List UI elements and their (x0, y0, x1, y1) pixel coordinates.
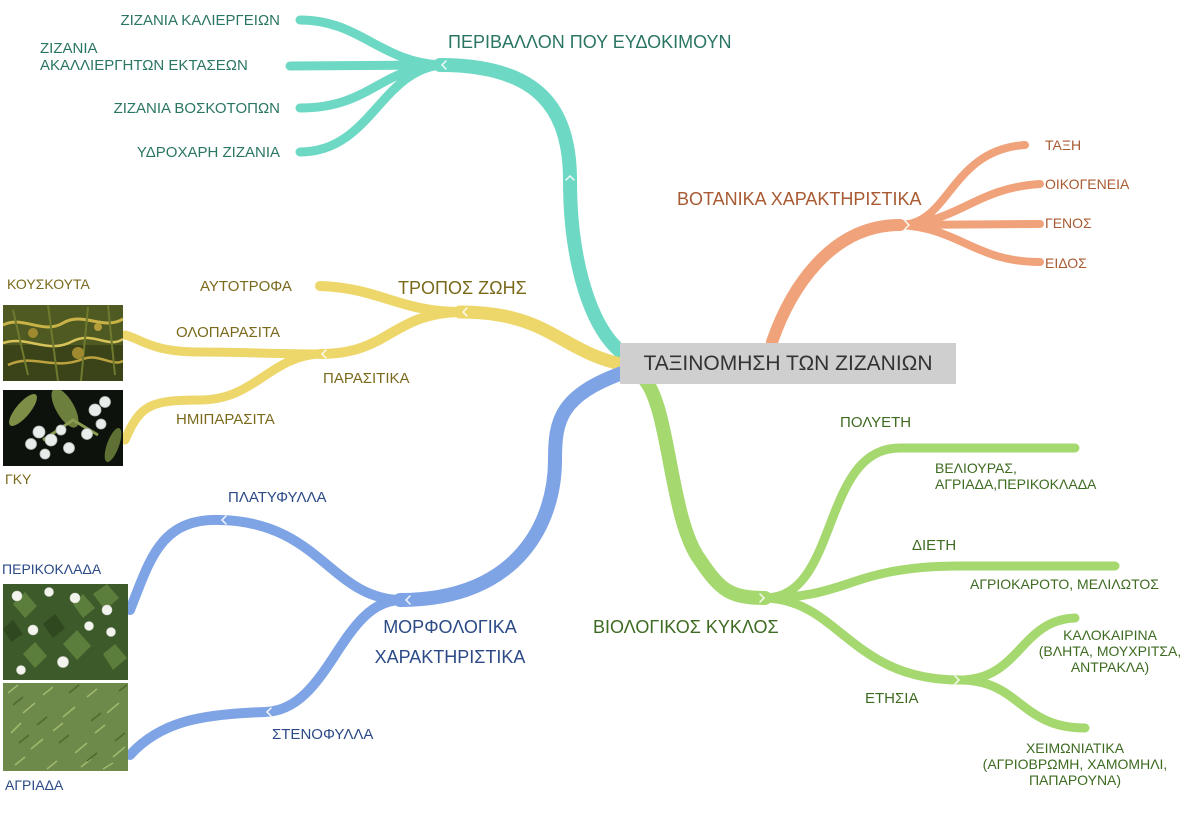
morphology-title-line2: ΧΑΡΑΚΤΗΡΙΣΤΙΚΑ (374, 647, 526, 667)
botanical-title[interactable]: ΒΟΤΑΝΙΚΑ ΧΑΡΑΚΤΗΡΙΣΤΙΚΑ (677, 189, 922, 209)
lifecycle-annual[interactable]: ΕΤΗΣΙΑ (865, 690, 919, 707)
lifestyle-title[interactable]: ΤΡΟΠΟΣ ΖΩΗΣ (398, 278, 527, 298)
botanical-item-genus[interactable]: ΓΕΝΟΣ (1045, 215, 1092, 231)
env-item-uncultivated-weeds[interactable]: ΖΙΖΑΝΙΑ ΑΚΑΛΛΙΕΡΓΗΤΩΝ ΕΚΤΑΣΕΩΝ (40, 40, 248, 75)
lifestyle-branch (120, 281, 632, 445)
branch-chevrons (220, 60, 961, 717)
morphology-narrowleaf[interactable]: ΣΤΕΝΟΦΥΛΛΑ (272, 726, 374, 743)
botanical-item-order[interactable]: ΤΑΞΗ (1045, 137, 1082, 153)
lifestyle-autotrophic[interactable]: ΑΥΤΟΤΡΟΦΑ (200, 278, 292, 295)
lifestyle-hemiparasitic[interactable]: ΗΜΙΠΑΡΑΣΙΤΑ (176, 411, 275, 428)
biennial-examples: ΑΓΡΙΟΚΑΡΟΤΟ, ΜΕΛΙΛΩΤΟΣ (970, 576, 1159, 592)
botanical-item-species[interactable]: ΕΙΔΟΣ (1045, 255, 1087, 271)
holoparasite-example-label: ΚΟΥΣΚΟΥΤΑ (7, 276, 90, 292)
env-item-crop-weeds[interactable]: ΖΙΖΑΝΙΑ ΚΑΛΙΕΡΓΕΙΩΝ (120, 12, 280, 29)
morphology-broadleaf[interactable]: ΠΛΑΤΥΦΥΛΛΑ (228, 489, 327, 506)
env-item-aquatic-weeds[interactable]: ΥΔΡΟΧΑΡΗ ΖΙΖΑΝΙΑ (136, 144, 280, 161)
dodder-photo (3, 305, 123, 381)
env-item-pasture-weeds[interactable]: ΖΙΖΑΝΙΑ ΒΟΣΚΟΤΟΠΩΝ (113, 100, 280, 117)
lifecycle-biennial[interactable]: ΔΙΕΤΗ (912, 537, 957, 554)
botanical-branch (766, 141, 1044, 348)
environment-branch (285, 15, 632, 362)
winter-annuals: ΧΕΙΜΩΝΙΑΤΙΚΑ (ΑΓΡΙΟΒΡΩΜΗ, ΧΑΜΟΜΗΛΙ, ΠΑΠΑ… (982, 740, 1168, 789)
bermuda-grass-photo (3, 683, 128, 771)
lifecycle-perennial[interactable]: ΠΟΛΥΕΤΗ (840, 414, 912, 431)
lifestyle-parasitic[interactable]: ΠΑΡΑΣΙΤΙΚΑ (323, 370, 410, 387)
bermuda-grass-example-label: ΑΓΡΙΑΔΑ (5, 777, 64, 793)
environment-title[interactable]: ΠΕΡΙΒΑΛΛΟΝ ΠΟΥ ΕΥΔΟΚΙΜΟΥΝ (448, 32, 732, 52)
lifecycle-title[interactable]: ΒΙΟΛΟΓΙΚΟΣ ΚΥΚΛΟΣ (593, 617, 779, 637)
central-topic[interactable]: ΤΑΞΙΝΟΜΗΣΗ ΤΩΝ ΖΙΖΑΝΙΩΝ (620, 343, 956, 384)
morphology-title-line1: ΜΟΡΦΟΛΟΓΙΚΑ (383, 617, 517, 637)
lifecycle-branch (638, 373, 1120, 733)
morphology-branch (125, 365, 632, 760)
perennial-examples: ΒΕΛΙΟΥΡΑΣ, ΑΓΡΙΑΔΑ,ΠΕΡΙΚΟΚΛΑΔΑ (935, 460, 1097, 493)
summer-annuals: ΚΑΛΟΚΑΙΡΙΝΑ (ΒΛΗΤΑ, ΜΟΥΧΡΙΤΣΑ, ΑΝΤΡΑΚΛΑ) (1038, 627, 1182, 676)
bindweed-example-label: ΠΕΡΙΚΟΚΛΑΔΑ (2, 561, 102, 577)
mistletoe-photo (3, 390, 123, 466)
morphology-title[interactable]: ΜΟΡΦΟΛΟΓΙΚΑ ΧΑΡΑΚΤΗΡΙΣΤΙΚΑ (355, 612, 545, 672)
hemiparasite-example-label: ΓΚΥ (5, 471, 32, 487)
lifestyle-holoparasitic[interactable]: ΟΛΟΠΑΡΑΣΙΤΑ (176, 324, 280, 341)
botanical-item-family[interactable]: ΟΙΚΟΓΕΝΕΙΑ (1045, 176, 1130, 192)
bindweed-photo (3, 584, 128, 680)
